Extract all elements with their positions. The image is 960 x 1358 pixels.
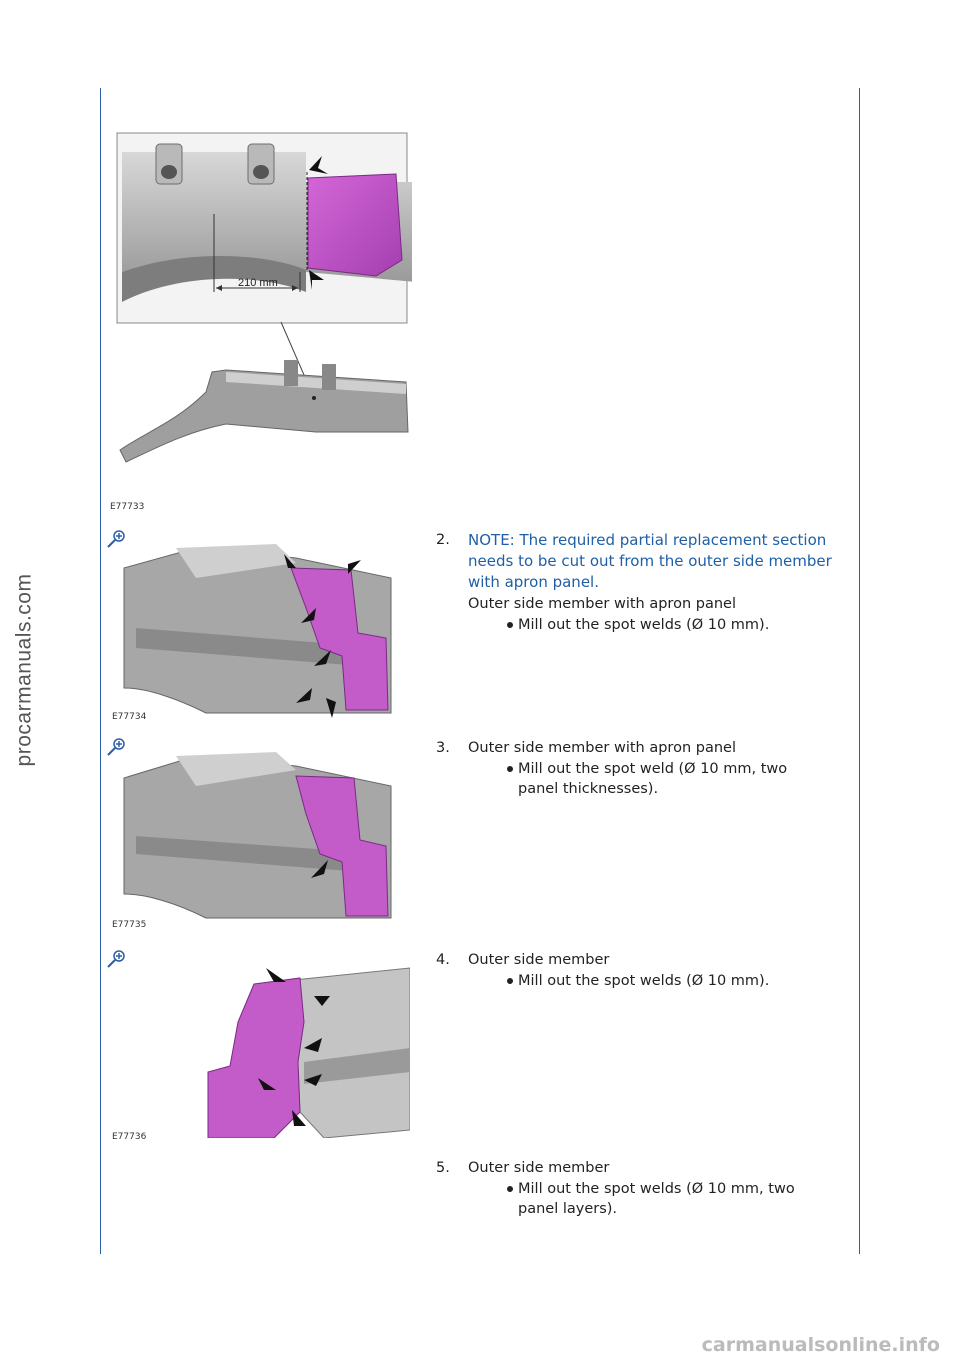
step-bullet-text: Mill out the spot weld (Ø 10 mm, two pan… [518,761,788,797]
side-watermark-text: procarmanuals.com [12,573,35,767]
figure-code: E77735 [112,920,147,930]
arrow-icon [304,1038,322,1052]
figure-code: E77733 [110,502,145,512]
step-title: Outer side member [468,1160,610,1176]
figure-code: E77736 [112,1132,147,1142]
step-number: 4. [436,952,450,968]
bullet-dot-icon [507,766,513,772]
figure-code: E77734 [112,712,147,722]
bottom-watermark: carmanualsonline.info [701,1334,940,1356]
step-title: Outer side member with apron panel [468,596,736,612]
arrow-icon [309,270,324,290]
zoom-plus-icon[interactable] [107,738,125,756]
arrow-icon [314,996,330,1006]
zoom-plus-icon[interactable] [107,530,125,548]
arrow-icon [309,156,328,174]
arrow-icon [314,650,331,666]
arrow-icon [284,554,296,568]
right-margin-rule [859,88,860,1254]
step-4: 4. Outer side member Mill out the spot w… [436,950,836,991]
step-title: Outer side member [468,952,610,968]
left-margin-rule [100,88,101,1254]
dimension-label: 210 mm [238,277,278,289]
bullet-dot-icon [507,1186,513,1192]
step-3: 3. Outer side member with apron panel Mi… [436,738,836,799]
step-bullet-text: Mill out the spot welds (Ø 10 mm, two pa… [518,1181,795,1217]
side-watermark: procarmanuals.com [6,560,42,780]
bullet-dot-icon [507,622,513,628]
figure-e77733: 210 mm E77733 [110,132,412,512]
step-number: 3. [436,740,450,756]
figure-e77736: E77736 [112,962,410,1142]
arrow-icon [292,1110,306,1126]
step-number: 2. [436,532,450,548]
arrow-icon [266,968,286,982]
arrow-icon [311,860,328,878]
step-bullet: Mill out the spot weld (Ø 10 mm, two pan… [468,759,818,799]
figure-e77734: E77734 [112,538,406,722]
arrow-icon [304,1074,322,1086]
step-bullet: Mill out the spot welds (Ø 10 mm, two pa… [468,1179,818,1219]
figure-e77736-illustration [207,967,410,1138]
step-note: NOTE: The required partial replacement s… [468,531,832,591]
figure-e77735-illustration [123,752,392,919]
step-bullet: Mill out the spot welds (Ø 10 mm). [468,615,836,635]
figure-e77735: E77735 [112,748,406,930]
step-5: 5. Outer side member Mill out the spot w… [436,1158,836,1219]
step-bullet-text: Mill out the spot welds (Ø 10 mm). [518,973,770,989]
step-bullet-text: Mill out the spot welds (Ø 10 mm). [518,617,770,633]
arrow-icon [296,688,312,703]
figure-e77734-illustration [123,544,392,718]
step-2: 2. NOTE: The required partial replacemen… [436,530,836,635]
figure-e77733-illustration: 210 mm [116,132,412,463]
arrow-icon [258,1078,276,1090]
arrow-icon [326,698,336,718]
bullet-dot-icon [507,978,513,984]
step-title: Outer side member with apron panel [468,740,736,756]
arrow-icon [301,608,316,623]
step-number: 5. [436,1160,450,1176]
zoom-plus-icon[interactable] [107,950,125,968]
arrow-icon [348,560,361,574]
step-bullet: Mill out the spot welds (Ø 10 mm). [468,971,836,991]
